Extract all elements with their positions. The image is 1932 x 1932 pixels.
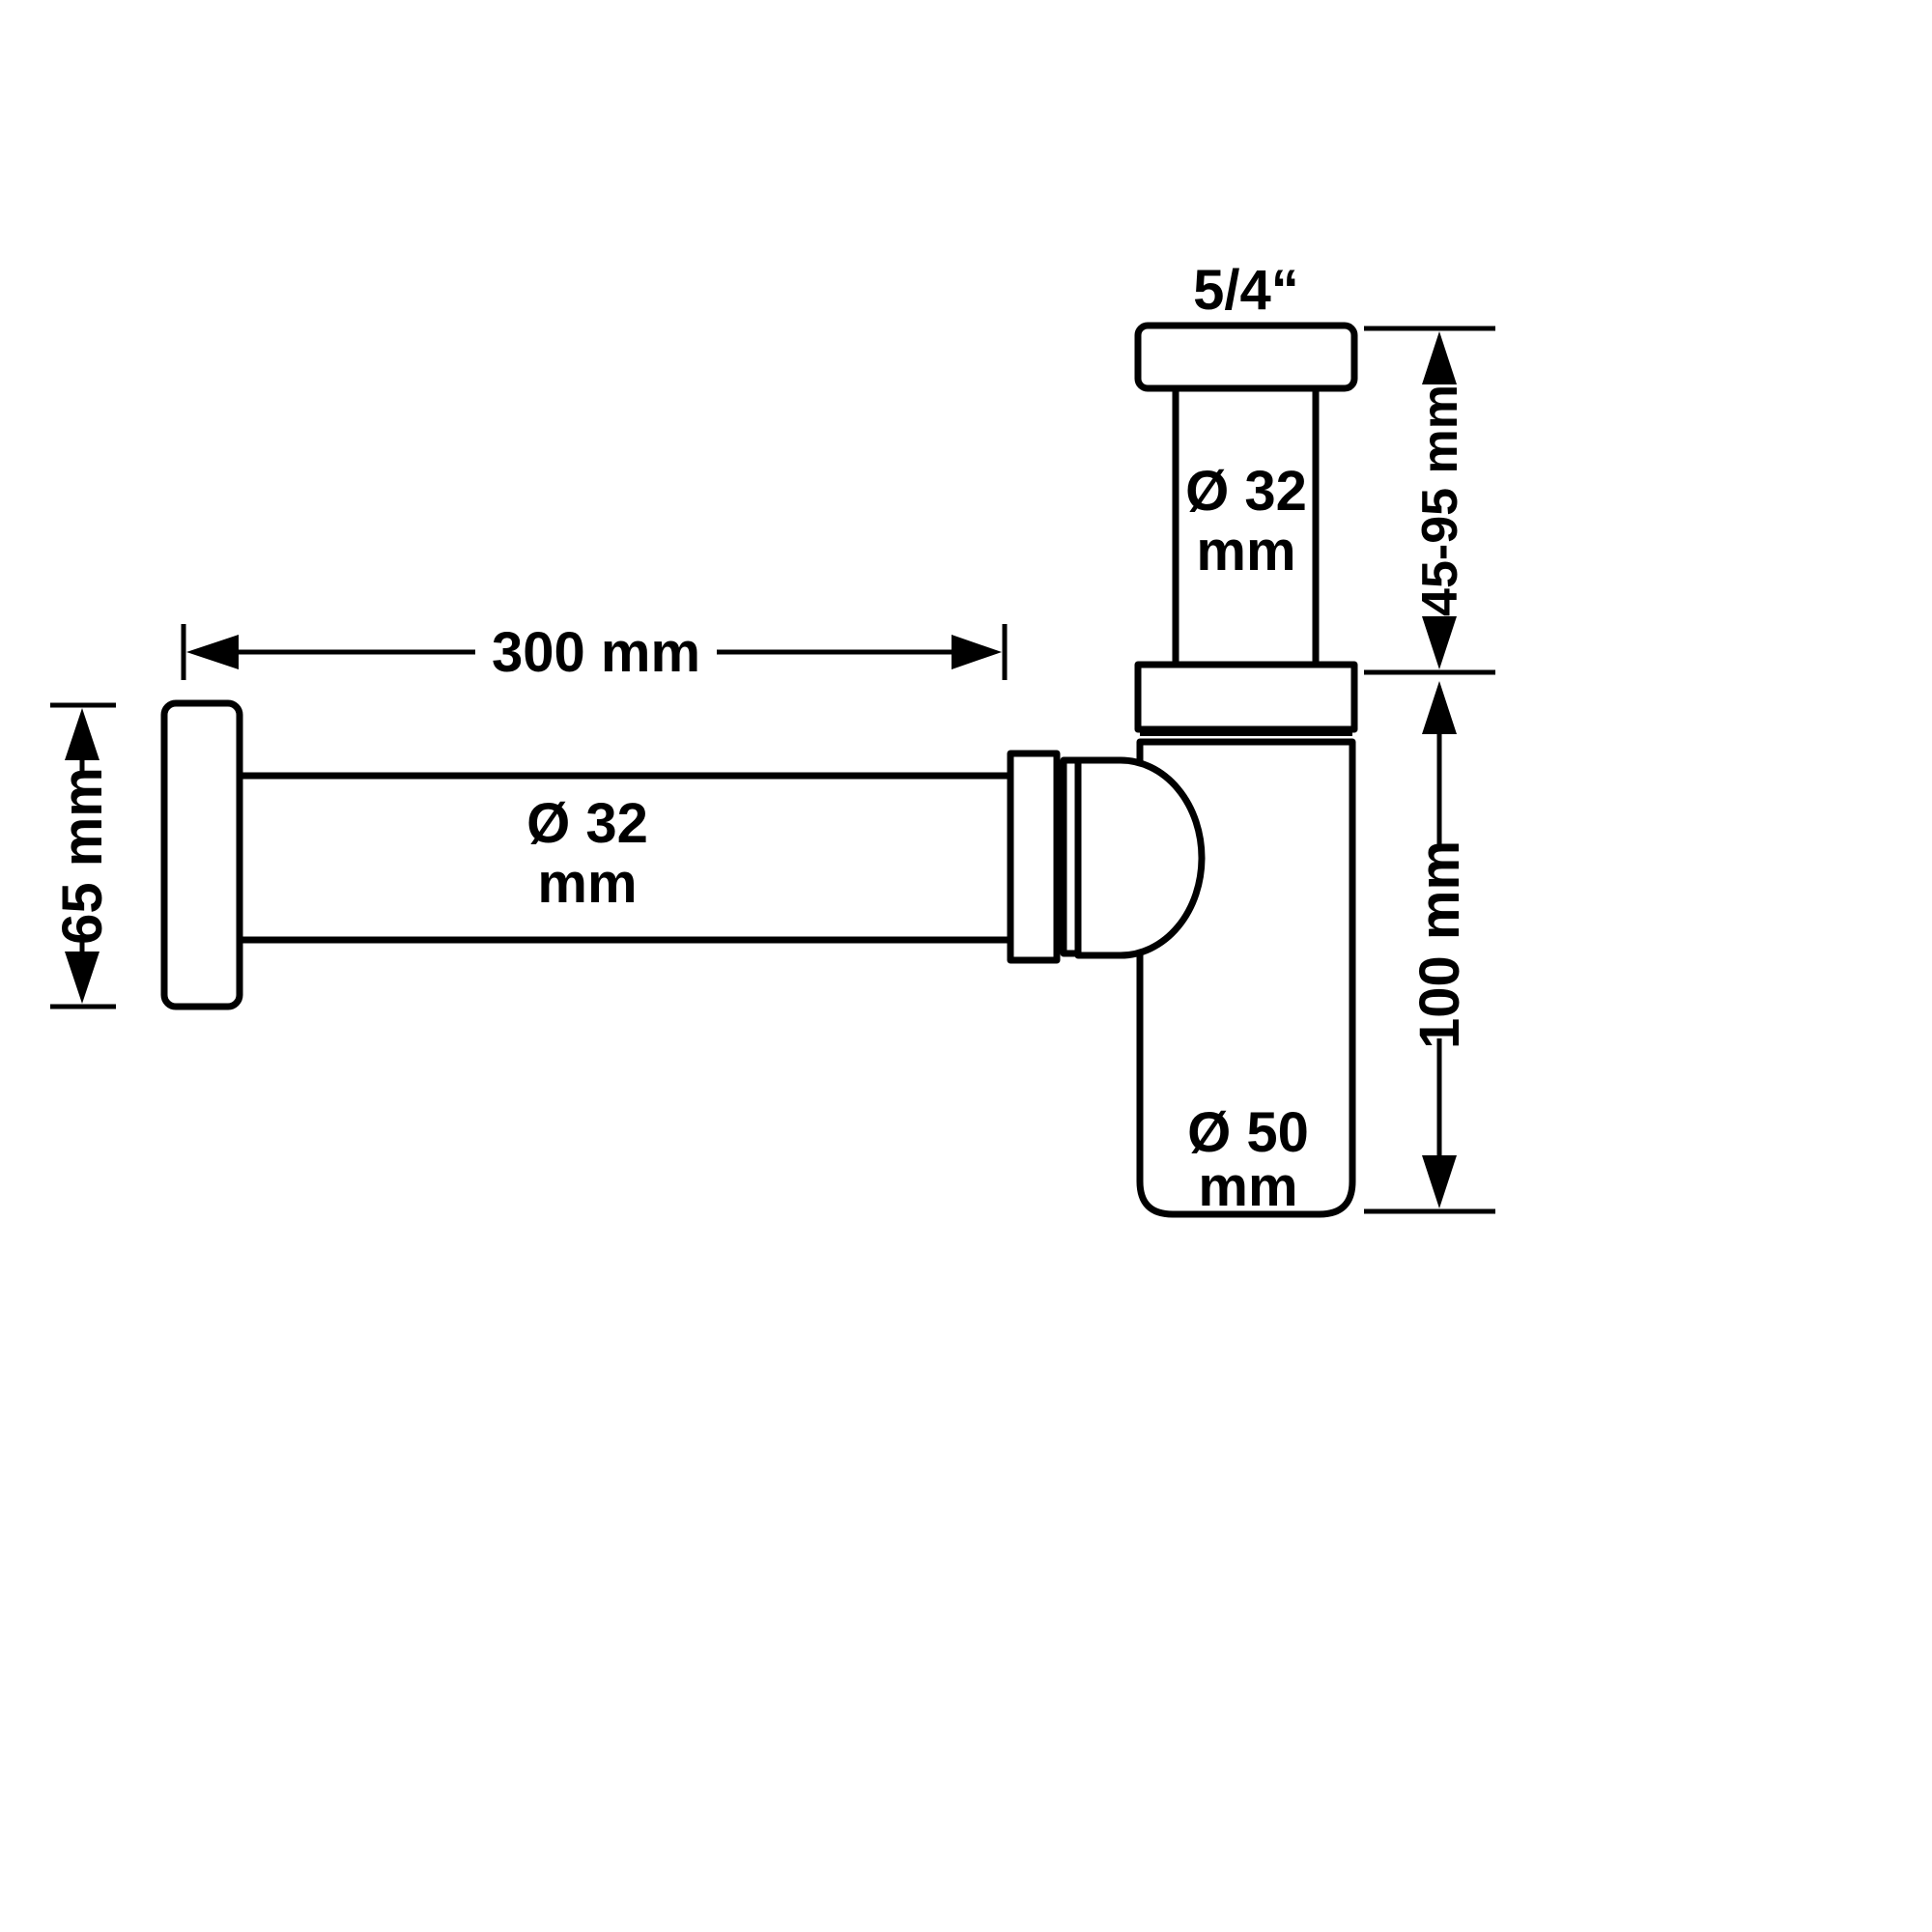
dimension-45-95mm-extension-lines [1364, 326, 1495, 675]
inlet-pipe [1172, 388, 1320, 665]
compression-nut [1007, 750, 1061, 964]
dimension-65mm-arrow-top [65, 708, 99, 760]
dimension-45-95mm-arrow-bottom [1422, 616, 1457, 669]
dimension-100mm-arrow-bottom [1422, 1155, 1457, 1208]
dimension-300mm-arrow-right [952, 635, 1002, 669]
dimension-45-95mm: 45-95 mm [1364, 326, 1495, 675]
wall-pipe-diameter-label-line1: Ø 32 [526, 792, 648, 855]
inlet-pipe-diameter-label-line2: mm [1196, 520, 1295, 582]
dimension-300mm-label: 300 mm [492, 621, 700, 684]
inlet-flange-nut [1134, 322, 1358, 392]
dimension-300mm-arrow-left [186, 635, 239, 669]
inlet-pipe-diameter-label-line1: Ø 32 [1185, 460, 1307, 523]
dimension-300mm: 300 mm [181, 621, 1008, 684]
part-labels: 5/4“ Ø 32 mm Ø 32 mm Ø 50 mm [526, 259, 1309, 1218]
wall-pipe [240, 772, 1010, 944]
dimension-65mm-extension-lines [50, 702, 116, 1009]
elbow [1074, 756, 1206, 959]
dimension-300mm-extension-lines [181, 624, 1008, 680]
dimension-100mm-arrow-top [1422, 681, 1457, 734]
dimension-45-95mm-arrow-top [1422, 331, 1457, 384]
dimension-100mm-label: 100 mm [1408, 840, 1471, 1049]
trap-body-diameter-label-line1: Ø 50 [1187, 1101, 1309, 1164]
dimension-65mm: 65 mm [50, 702, 116, 1009]
wall-rosette [160, 699, 243, 1010]
wall-tube-assembly [160, 699, 1206, 1010]
dimension-45-95mm-label: 45-95 mm [1412, 384, 1468, 616]
trap-collar-nut [1134, 661, 1358, 733]
dimension-65mm-arrow-bottom [65, 952, 99, 1004]
wall-pipe-diameter-label-line2: mm [537, 852, 637, 915]
dimension-65mm-label: 65 mm [51, 767, 114, 945]
trap-body-diameter-label-line2: mm [1198, 1155, 1297, 1218]
dimension-100mm: 100 mm [1364, 681, 1495, 1214]
inlet-thread-label: 5/4“ [1193, 259, 1299, 322]
